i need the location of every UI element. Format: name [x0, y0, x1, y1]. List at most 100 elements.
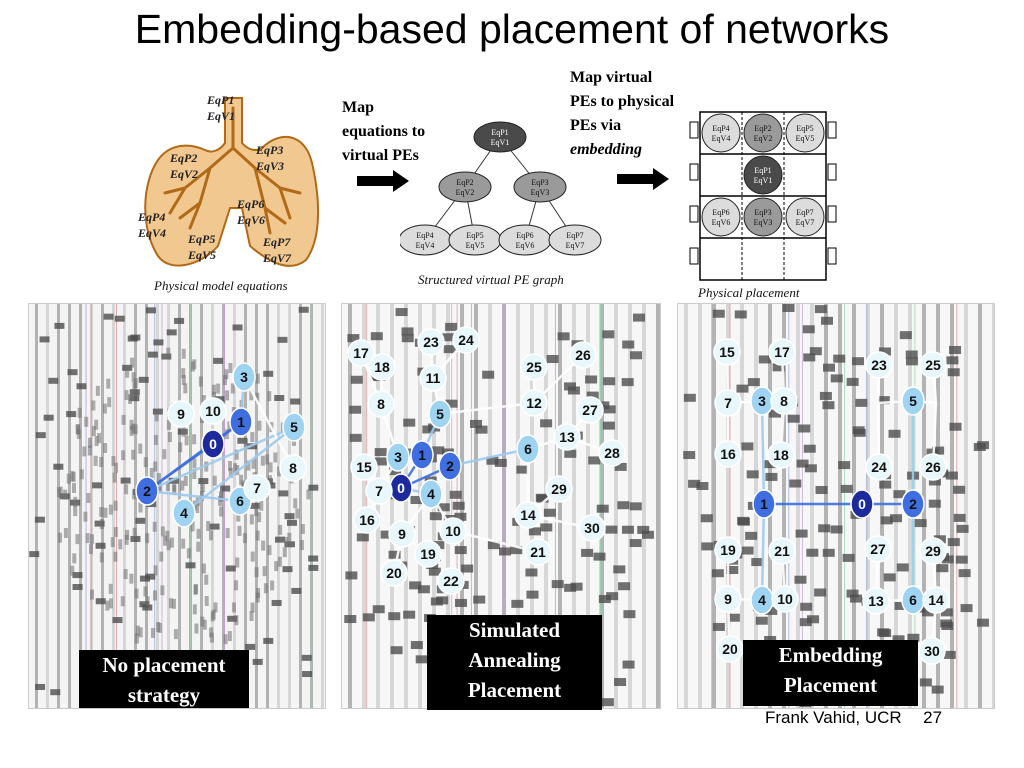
pe-node: 25: [520, 353, 548, 381]
pe-node: 22: [437, 567, 465, 595]
graph-node-p: EqP4: [416, 231, 433, 240]
pe-node: 10: [199, 397, 227, 425]
pe-node-label: 28: [604, 445, 620, 461]
pe-node: 18: [368, 353, 396, 381]
arrow-right-icon: [357, 170, 409, 192]
pe-node: 13: [862, 587, 890, 615]
grid-pe-v: EqV6: [712, 218, 731, 227]
physical-placement-grid: EqP4EqV4EqP2EqV2EqP5EqV5EqP1EqV1EqP6EqV6…: [689, 111, 837, 281]
pe-node-label: 7: [375, 483, 383, 499]
lung-label-eq2: EqP2 EqV2: [170, 151, 199, 181]
pe-node: 30: [918, 637, 946, 665]
lung-caption: Physical model equations: [154, 278, 288, 293]
grid-pe-p: EqP6: [712, 208, 729, 217]
pe-node-label: 5: [436, 406, 444, 422]
lung-label-eq1: EqP1 EqV1: [207, 93, 236, 123]
graph-caption: Structured virtual PE graph: [418, 272, 564, 287]
pe-node: 18: [767, 441, 795, 469]
pe-node: 14: [922, 586, 950, 614]
pe-node: 16: [714, 440, 742, 468]
pe-node: 5: [282, 412, 306, 442]
graph-edge: [760, 503, 766, 601]
pe-node: 4: [419, 479, 443, 509]
pe-node-label: 3: [758, 393, 766, 409]
grid-pe-v: EqV2: [754, 134, 773, 143]
pe-node-label: 21: [530, 544, 546, 560]
pe-node-label: 14: [928, 592, 944, 608]
pe-node: 12: [520, 389, 548, 417]
grid-io-pad: [689, 121, 699, 139]
pe-node-label: 10: [205, 403, 221, 419]
lung-label-eq7: EqP7 EqV7: [263, 235, 292, 265]
pe-node-label: 23: [423, 334, 439, 350]
graph-node-p: EqP2: [456, 178, 473, 187]
pe-node-label: 3: [394, 449, 402, 465]
pe-node: 30: [578, 514, 606, 542]
pe-node: 5: [901, 386, 925, 416]
pe-node-label: 6: [236, 493, 244, 509]
pe-node-label: 25: [526, 359, 542, 375]
pe-node: 2: [901, 489, 925, 519]
pe-node: 24: [865, 453, 893, 481]
pe-node-label: 9: [724, 591, 732, 607]
graph-node-v: EqV4: [416, 241, 435, 250]
pe-node: 0: [850, 489, 874, 519]
pe-node-label: 15: [719, 344, 735, 360]
footer-page-number: 27: [923, 708, 943, 727]
pe-node: 10: [771, 585, 799, 613]
pe-node-label: 27: [582, 402, 598, 418]
pe-node-label: 11: [426, 370, 441, 386]
pe-node: 23: [417, 328, 445, 356]
pe-node: 29: [919, 537, 947, 565]
grid-pe-v: EqV4: [712, 134, 731, 143]
lung-label-eq5: EqP5 EqV5: [188, 232, 217, 262]
badge-embedding: Embedding Placement: [743, 640, 918, 706]
grid-pe-p: EqP4: [712, 124, 729, 133]
pe-node-label: 3: [240, 369, 248, 385]
pe-node-label: 13: [868, 593, 884, 609]
pe-node-label: 2: [143, 483, 151, 499]
slide-title: Embedding-based placement of networks: [134, 6, 890, 52]
grid-pe-v: EqV1: [754, 176, 773, 185]
pe-node: 28: [598, 439, 626, 467]
pe-node-label: 22: [443, 573, 459, 589]
pe-node: 7: [365, 477, 393, 505]
graph-edge: [449, 447, 529, 468]
pe-node: 24: [452, 326, 480, 354]
lung-label-eq3: EqP3 EqV3: [256, 143, 285, 173]
pe-node: 16: [353, 506, 381, 534]
pe-node-label: 13: [559, 429, 575, 445]
arrow-right-icon-2: [617, 168, 669, 190]
pe-node-label: 17: [774, 344, 790, 360]
pe-node-label: 2: [909, 496, 917, 512]
pe-node-label: 20: [722, 641, 738, 657]
pe-node-label: 26: [575, 347, 591, 363]
pe-node: 9: [388, 520, 416, 548]
pe-node: 25: [919, 351, 947, 379]
pe-node: 3: [386, 442, 410, 472]
pe-node: 8: [770, 387, 798, 415]
grid-io-pad: [689, 205, 699, 223]
pe-node-label: 1: [760, 496, 768, 512]
pe-node-label: 29: [925, 543, 941, 559]
pe-node-label: 6: [524, 441, 532, 457]
pe-node-label: 14: [520, 507, 536, 523]
graph-node-v: EqV7: [566, 241, 585, 250]
map-virtual-line2: PEs to physical: [570, 93, 675, 110]
graph-node-v: EqV6: [516, 241, 535, 250]
graph-edge: [452, 529, 539, 554]
graph-edge: [760, 400, 766, 505]
pe-node: 13: [553, 423, 581, 451]
graph-edge: [183, 426, 295, 514]
map-virtual-text: Map virtual PEs to physical PEs via embe…: [570, 66, 674, 162]
grid-io-pad: [827, 163, 837, 181]
